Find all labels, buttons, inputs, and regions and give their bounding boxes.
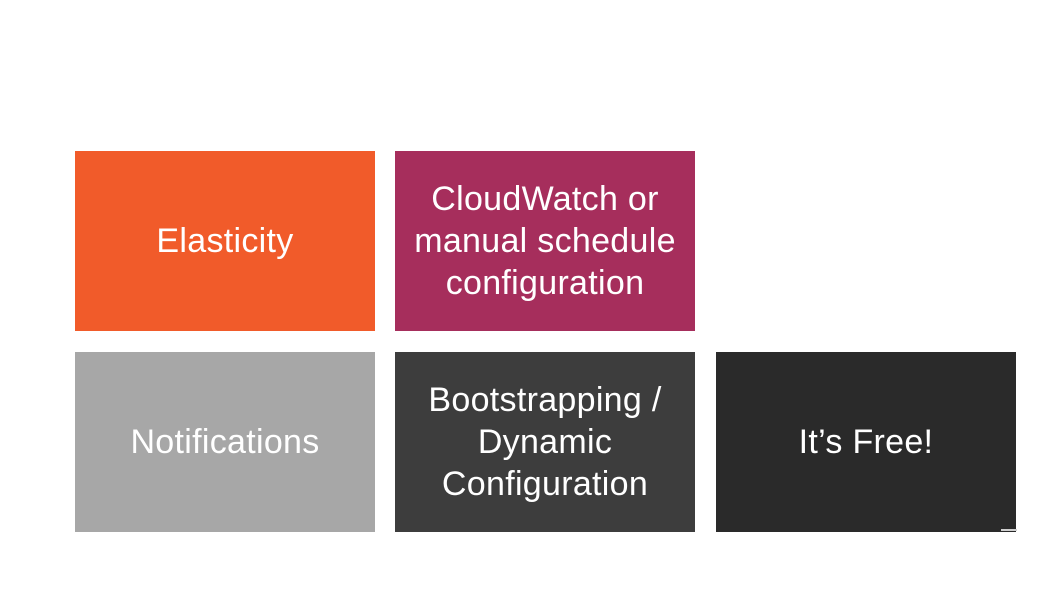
tile-notifications: Notifications	[75, 352, 375, 532]
tile-elasticity: Elasticity	[75, 151, 375, 331]
tile-bootstrapping: Bootstrapping / Dynamic Configuration	[395, 352, 695, 532]
tile-cloudwatch-label: CloudWatch or manual schedule configurat…	[414, 180, 676, 302]
tile-elasticity-label: Elasticity	[156, 222, 294, 260]
tile-cloudwatch: CloudWatch or manual schedule configurat…	[395, 151, 695, 331]
corner-mark	[1001, 529, 1017, 531]
tile-free: It’s Free!	[716, 352, 1016, 532]
tile-free-label: It’s Free!	[798, 423, 934, 461]
tile-bootstrapping-label: Bootstrapping / Dynamic Configuration	[428, 381, 662, 503]
tile-notifications-label: Notifications	[130, 423, 320, 461]
